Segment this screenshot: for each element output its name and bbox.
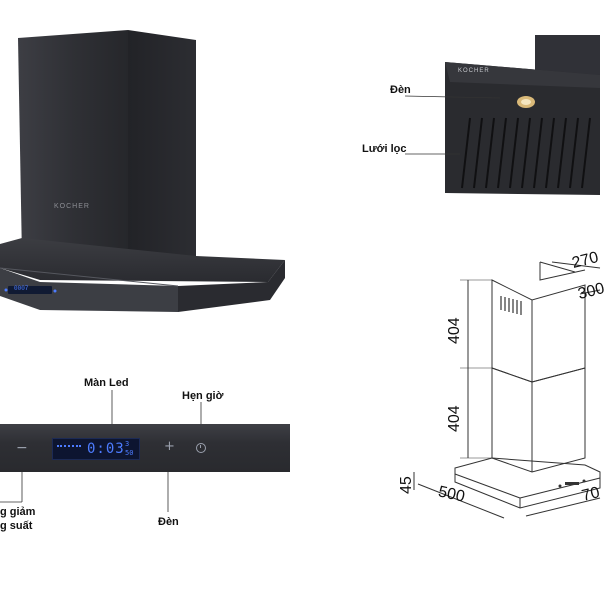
clock-icon (200, 445, 201, 448)
chimney-front (18, 30, 128, 262)
timer-button[interactable] (196, 443, 206, 453)
lower-chimney-outline (491, 367, 586, 473)
control-panel-drawing (0, 390, 202, 512)
minus-button[interactable]: − (16, 440, 28, 456)
led-display: 0:03 3 50 (52, 438, 140, 460)
hood-bottom-drawing (404, 35, 600, 195)
canopy-top (0, 238, 285, 282)
dim-lower-chimney: 404 (446, 405, 463, 432)
callout-timer: Hẹn giờ (182, 390, 224, 402)
main-hood-display-readout: 0007 (14, 285, 29, 292)
plus-button[interactable]: + (164, 439, 175, 454)
canopy-side-edge (178, 260, 285, 312)
callout-power-line2: g suất (0, 520, 33, 532)
filter-slats (461, 117, 591, 189)
led-display-small-bottom: 50 (125, 449, 134, 457)
main-hood-view: KOCHER 0007 (0, 0, 300, 330)
dim-canopy-height: 45 (398, 476, 415, 494)
callout-light-bottom: Đèn (158, 516, 179, 528)
main-hood-brand: KOCHER (54, 203, 90, 210)
canopy-outline (454, 457, 601, 509)
led-indicators (57, 445, 81, 453)
callout-light-top: Đèn (390, 84, 411, 96)
callout-led-screen: Màn Led (84, 377, 129, 389)
main-hood-drawing (0, 30, 285, 312)
led-display-small-top: 3 (125, 440, 130, 448)
chimney-vents (500, 296, 522, 315)
canopy-front-edge (0, 268, 178, 312)
chimney-side (128, 30, 196, 262)
callout-filter: Lưới lọc (362, 143, 407, 155)
control-panel: − 0:03 3 50 + (0, 424, 290, 472)
hood-bottom-brand: KOCHER (458, 68, 490, 74)
hood-bottom-view: KOCHER (350, 30, 600, 205)
main-hood-display (8, 286, 52, 294)
canopy-control-strip (558, 479, 586, 488)
upper-chimney-outline (491, 279, 586, 383)
led-display-time: 0:03 (87, 441, 125, 457)
dim-upper-chimney: 404 (446, 317, 463, 344)
dimension-drawing (413, 261, 601, 519)
callout-power-line1: g giảm (0, 506, 36, 518)
